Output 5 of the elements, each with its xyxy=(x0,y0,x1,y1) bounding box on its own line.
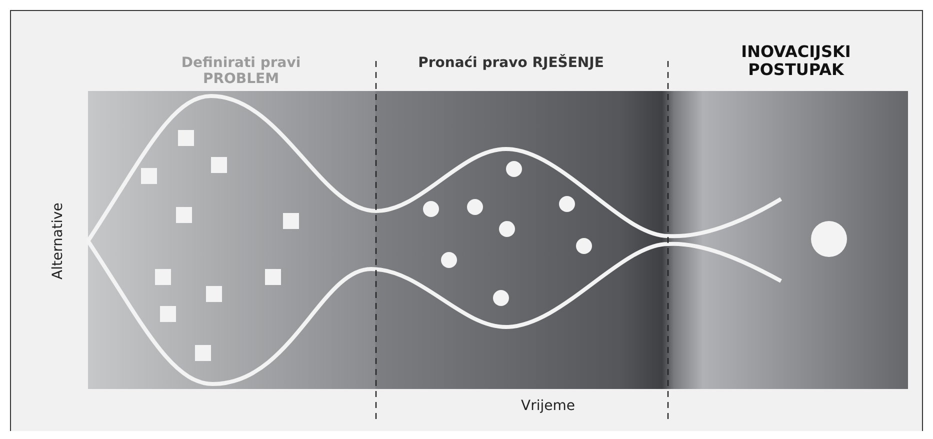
axis-label: Vrijeme xyxy=(520,398,576,414)
section-heading: INOVACIJSKI POSTUPAK xyxy=(740,43,852,80)
section-heading: Definirati pravi PROBLEM xyxy=(180,55,302,88)
axis-label: Alternative xyxy=(50,202,66,282)
section-heading: Pronaći pravo RJEŠENJE xyxy=(417,55,605,72)
